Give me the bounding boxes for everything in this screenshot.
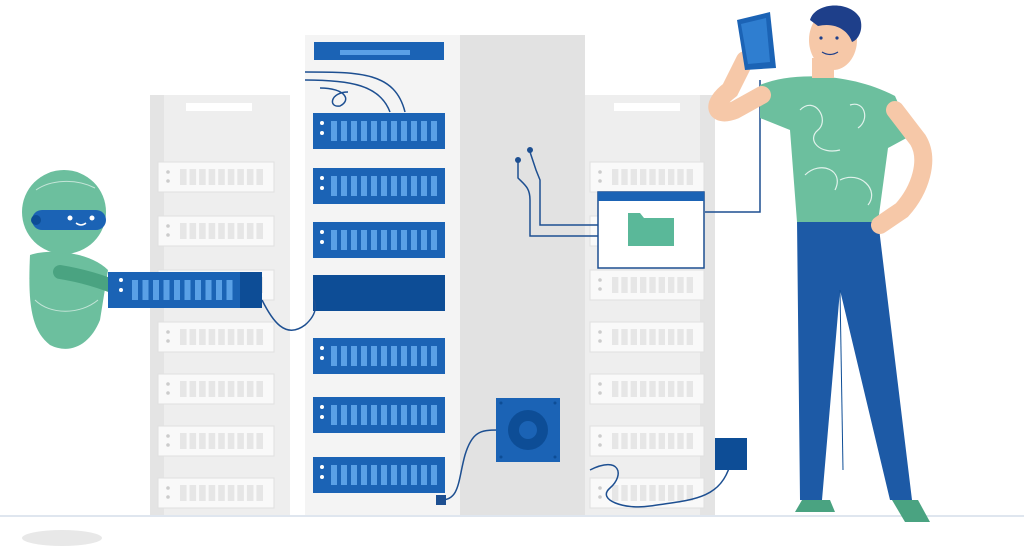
folder-window: [597, 191, 705, 269]
rack-unit: [157, 373, 275, 405]
rack-unit: [589, 373, 705, 405]
rack-unit: [589, 477, 705, 509]
server-slot: [184, 280, 191, 300]
robot-icon: [22, 170, 136, 349]
folder-icon: [628, 213, 674, 246]
rack-unit: [157, 215, 275, 247]
server-unit: [313, 457, 445, 493]
cables: [261, 71, 761, 508]
small-device-box: [715, 438, 747, 470]
server-slot: [216, 280, 222, 300]
speaker-icon: [496, 398, 560, 462]
server-slot: [153, 280, 159, 300]
server-unit: [313, 397, 445, 433]
cable-plug: [515, 157, 521, 163]
server-slot: [174, 280, 180, 300]
server-unit: [313, 222, 445, 258]
rack-unit: [157, 161, 275, 193]
rack-unit: [589, 161, 705, 193]
rack-unit: [157, 477, 275, 509]
right-server-rack: [585, 95, 715, 515]
rack-unit: [589, 321, 705, 353]
server-slot: [132, 280, 138, 300]
server-unit: [313, 113, 445, 149]
server-slot: [205, 280, 212, 300]
server-unit: [313, 168, 445, 204]
rack-unit: [589, 269, 705, 301]
phone-icon: [737, 12, 776, 70]
server-slot: [226, 280, 233, 300]
rack-unit: [589, 425, 705, 457]
cable-plug: [527, 147, 533, 153]
robot-shadow: [22, 530, 102, 546]
server-unit-icon: [108, 272, 262, 308]
rack-unit: [157, 425, 275, 457]
server-slot: [195, 280, 201, 300]
server-slot: [142, 280, 149, 300]
server-unit: [313, 338, 445, 374]
rack-unit: [157, 321, 275, 353]
cable-connector: [436, 495, 446, 505]
server-slot: [163, 280, 170, 300]
central-server-rack: [305, 35, 585, 515]
man-illustration: [708, 5, 933, 522]
